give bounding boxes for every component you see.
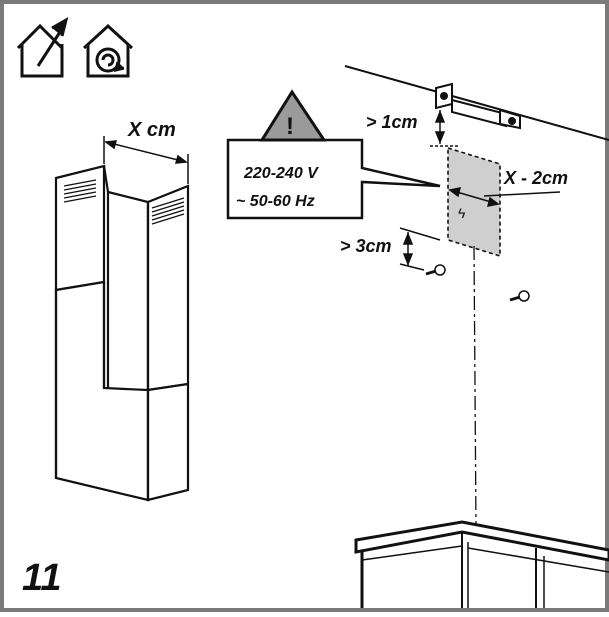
electric-bolt-icon: ϟ (458, 205, 466, 221)
screw-clearance-label: > 3cm (340, 236, 392, 256)
socket-width-dimension (448, 187, 561, 207)
warning-triangle-icon (259, 89, 327, 142)
screw-clearance-dimension (399, 227, 441, 271)
warning-exclamation: ! (286, 113, 294, 140)
frequency-text: ~ 50-60 Hz (236, 193, 315, 210)
socket-width-label: X - 2cm (503, 168, 568, 188)
chimney-hood-illustration (54, 164, 190, 502)
top-clearance-dimension (430, 109, 460, 147)
step-number: 11 (22, 557, 61, 599)
voltage-warning-callout: ! 220-240 V ~ 50-60 Hz (226, 89, 441, 220)
top-clearance-label: > 1cm (366, 112, 418, 132)
house-recirculation-icon (82, 23, 134, 78)
ceiling-line (344, 65, 609, 141)
center-axis-line (473, 245, 477, 529)
electrical-socket-zone (447, 146, 501, 258)
vent-grille-left (63, 179, 97, 203)
house-exhaust-icon (16, 16, 69, 78)
wall-screw-right (509, 290, 530, 302)
kitchen-cabinet-illustration (354, 520, 609, 608)
hood-width-dimension (103, 136, 189, 184)
hood-width-label: X cm (127, 119, 176, 141)
ceiling-bracket (435, 82, 521, 130)
voltage-text: 220-240 V (243, 165, 319, 182)
wall-screw-left (425, 264, 446, 276)
vent-grille-right (151, 197, 185, 225)
